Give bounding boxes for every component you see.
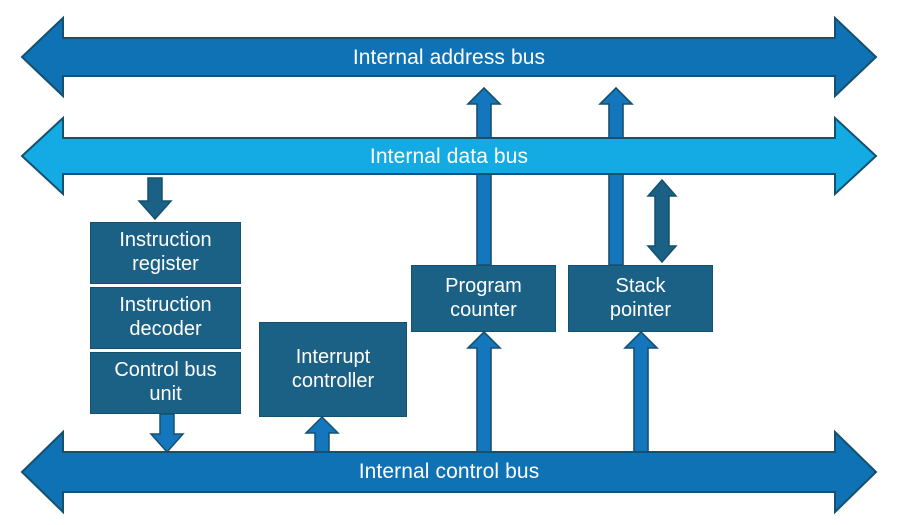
unit-program-counter-line2: counter <box>450 298 517 321</box>
unit-instruction-decoder-line2: decoder <box>129 318 202 340</box>
unit-instruction-decoder-line1: Instruction <box>119 294 212 317</box>
control-bus-unit-to-control-bus-arrow <box>149 413 185 454</box>
unit-control-bus-unit-line2: unit <box>149 383 182 405</box>
internal-control-bus-arrow <box>20 429 878 515</box>
unit-instruction-register[interactable]: Instruction register <box>90 222 241 284</box>
internal-address-bus-arrow <box>20 15 878 99</box>
unit-stack-pointer-line1: Stack <box>615 274 666 297</box>
unit-interrupt-controller-line1: Interrupt <box>295 345 371 368</box>
data-bus-stack-pointer-bidirectional-arrow <box>646 178 678 264</box>
unit-instruction-register-line2: register <box>132 253 199 275</box>
internal-data-bus-label: Internal data bus <box>369 145 529 168</box>
unit-instruction-decoder[interactable]: Instruction decoder <box>90 287 241 349</box>
unit-stack-pointer-line2: pointer <box>609 298 672 321</box>
internal-data-bus-arrow <box>20 115 878 197</box>
unit-instruction-register-line1: Instruction <box>119 229 212 252</box>
unit-interrupt-controller-line2: controller <box>291 369 375 392</box>
unit-control-bus-unit-line1: Control bus <box>114 359 217 382</box>
stack-pointer-to-address-bus-arrow <box>598 86 634 266</box>
unit-program-counter[interactable]: Program counter <box>411 265 556 332</box>
stack-pointer-to-control-bus-arrow <box>623 330 659 453</box>
program-counter-to-address-bus-arrow <box>466 86 502 266</box>
control-bus-to-interrupt-controller-arrow <box>304 415 340 453</box>
unit-control-bus-unit[interactable]: Control bus unit <box>90 352 241 414</box>
unit-interrupt-controller[interactable]: Interrupt controller <box>259 322 407 417</box>
data-bus-to-instruction-register-arrow <box>137 177 173 221</box>
unit-program-counter-line1: Program <box>445 274 522 297</box>
internal-control-bus-label: Internal control bus <box>358 460 540 483</box>
program-counter-to-control-bus-arrow <box>466 330 502 453</box>
internal-address-bus-label: Internal address bus <box>352 46 546 69</box>
unit-stack-pointer[interactable]: Stack pointer <box>568 265 713 332</box>
